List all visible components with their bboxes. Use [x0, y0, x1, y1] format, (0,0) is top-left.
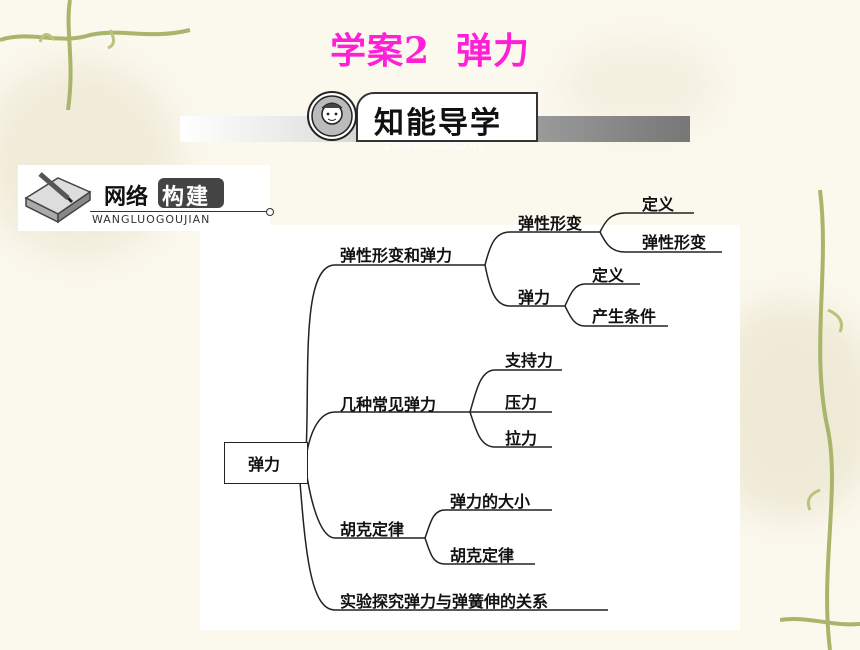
branch3-leaf2: 胡克定律 — [450, 546, 515, 565]
banner-frame — [356, 92, 538, 142]
mindmap-panel — [200, 225, 740, 630]
connector-child2-leaf1 — [564, 283, 640, 307]
banner-subtitle: ZHINENGDAOXUE — [384, 141, 486, 152]
branch1-child2-label: 弹力 — [518, 288, 551, 307]
connector-branch1-child1 — [484, 231, 600, 266]
connector-child1-leaf1 — [599, 212, 694, 233]
branch3-leaf1: 弹力的大小 — [450, 492, 531, 511]
branch1-child2-leaf2: 产生条件 — [592, 307, 657, 326]
connector-branch2-leaf1 — [469, 369, 562, 413]
connector-branch3-leaf1 — [424, 509, 552, 539]
section-underline-dot — [266, 208, 274, 216]
branch4-label: 实验探究弹力与弹簧伸的关系 — [340, 592, 549, 611]
background-flower-blob — [560, 40, 720, 130]
section-title-part1: 网络 — [104, 184, 149, 210]
mindmap-root: 弹力 — [248, 455, 281, 474]
branch1-child1-leaf2: 弹性形变 — [642, 233, 707, 252]
section-title-highlight — [158, 178, 224, 208]
connector-child1-leaf2 — [599, 231, 722, 253]
connector-branch3-leaf2 — [424, 537, 535, 565]
branch1-child2-leaf1: 定义 — [592, 266, 625, 285]
connector-branch1-child2 — [484, 264, 565, 307]
branch2-leaf1: 支持力 — [505, 351, 554, 370]
connector-root-branch4 — [299, 481, 608, 611]
student-mascot-icon — [307, 91, 357, 141]
branch1-child1-leaf1: 定义 — [642, 195, 675, 214]
section-title-part2: 构建 — [162, 184, 211, 210]
vine-decoration-right — [780, 190, 860, 650]
section-underline — [90, 211, 268, 212]
banner-title: 知能导学 — [374, 106, 502, 141]
mindmap-root-box — [224, 442, 308, 484]
book-pen-icon — [24, 172, 92, 224]
section-subtitle: WANGLUOGOUJIAN — [92, 213, 211, 226]
vine-decoration-left — [0, 0, 191, 111]
branch1-child1-label: 弹性形变 — [518, 214, 583, 233]
connector-root-branch3 — [305, 469, 425, 539]
branch1-label: 弹性形变和弹力 — [340, 246, 453, 265]
connector-child2-leaf2 — [564, 305, 668, 327]
branch2-label: 几种常见弹力 — [340, 395, 437, 414]
branch2-leaf3: 拉力 — [505, 429, 538, 448]
branch3-label: 胡克定律 — [340, 520, 405, 539]
branch2-leaf2: 压力 — [505, 393, 538, 412]
connector-root-branch2 — [305, 411, 470, 459]
connector-branch2-leaf3 — [469, 411, 552, 448]
connector-root-branch1 — [305, 264, 485, 453]
